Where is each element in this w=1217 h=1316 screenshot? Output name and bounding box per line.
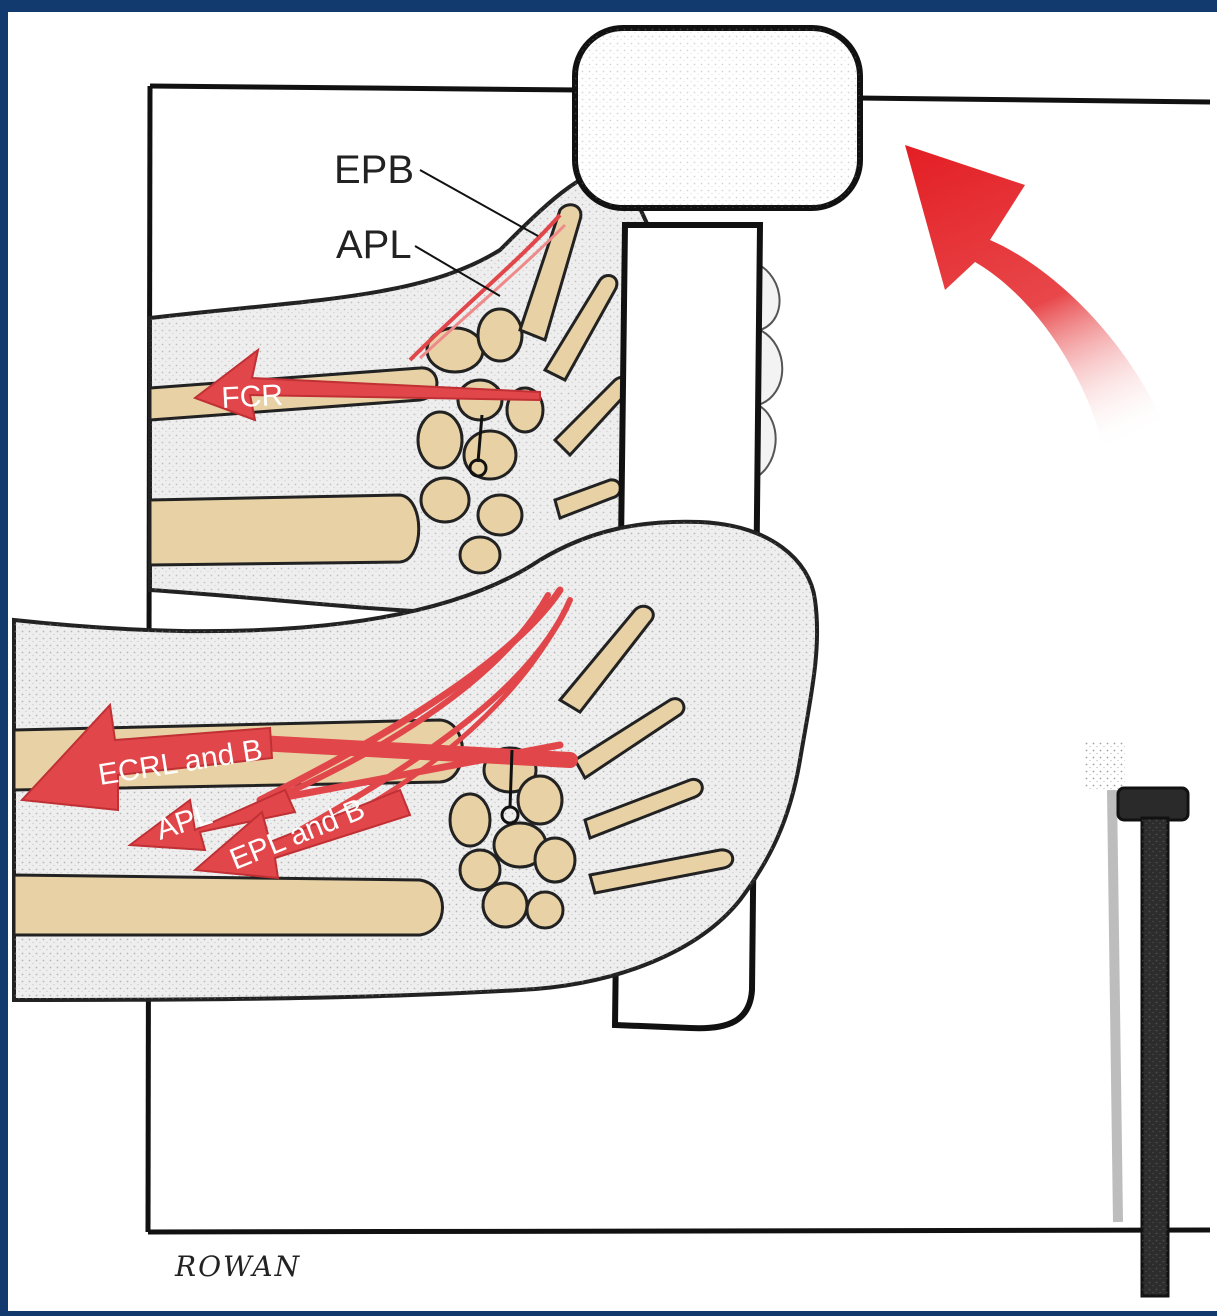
label-apl-top: APL bbox=[336, 223, 412, 267]
label-epb: EPB bbox=[334, 148, 414, 192]
label-fcr: FCR bbox=[221, 379, 284, 415]
artist-signature: ROWAN bbox=[174, 1250, 301, 1283]
